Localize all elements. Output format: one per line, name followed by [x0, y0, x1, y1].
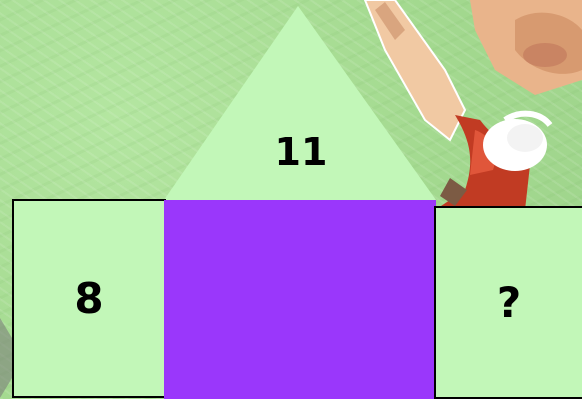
character-arm: [365, 0, 465, 140]
middle-block: [164, 200, 436, 399]
left-number-box: 8: [12, 199, 166, 398]
character-face: [470, 0, 582, 95]
character-photo: [355, 0, 582, 210]
missing-number: ?: [497, 278, 521, 327]
top-sum-label: 11: [246, 130, 356, 174]
right-answer-box[interactable]: ?: [434, 206, 582, 399]
left-number: 8: [74, 274, 103, 323]
